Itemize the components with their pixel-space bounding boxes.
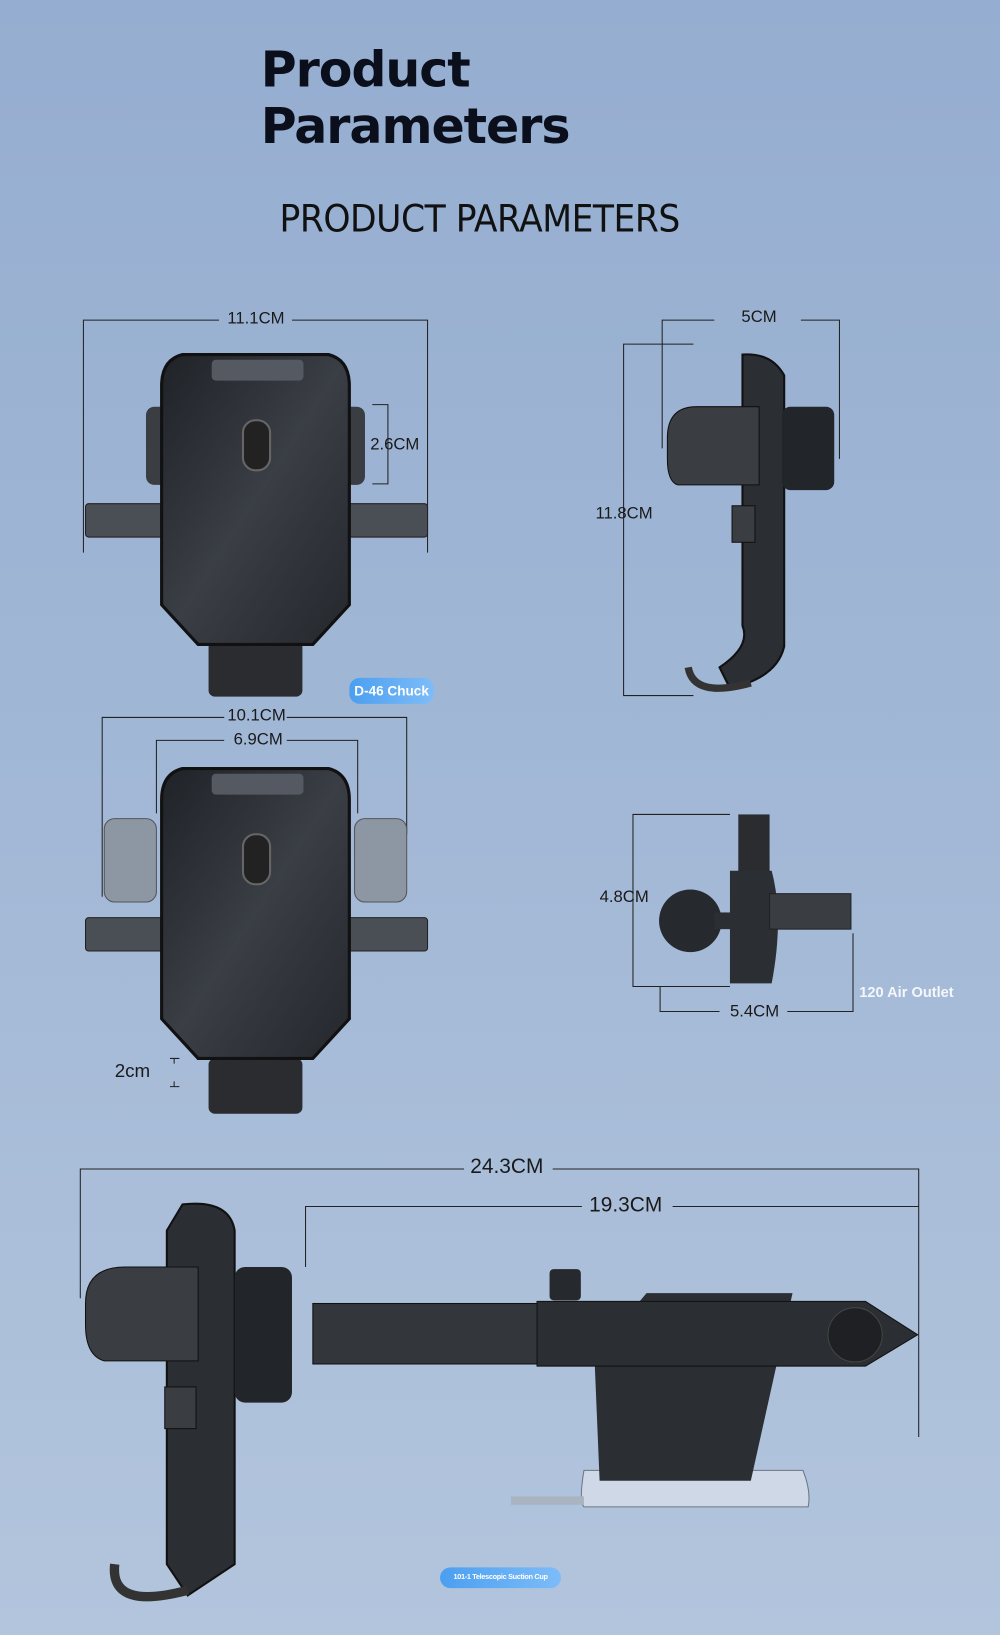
dim-total-length: 24.3CM [470, 1155, 544, 1179]
holder-front-view-2 [84, 766, 429, 1114]
dim-depth-side: 5CM [741, 308, 777, 327]
dim-grip-height: 2.6CM [370, 435, 420, 454]
air-outlet-label: 120 Air Outlet [859, 983, 954, 1001]
dim-height-side: 11.8CM [595, 504, 653, 523]
suction-mount-illustration [84, 1202, 919, 1602]
title-line-1: Product [260, 41, 471, 100]
vent-clip-illustration [659, 814, 852, 984]
dim-arm-length: 19.3CM [589, 1194, 663, 1217]
dim-width-front-1: 11.1CM [227, 309, 285, 328]
dim-base-height: 2cm [114, 1060, 151, 1082]
holder-side-view-1 [666, 353, 835, 692]
dim-clip-height: 4.8CM [599, 888, 649, 907]
dim-clip-width: 5.4CM [729, 1003, 780, 1021]
holder-front-view-1 [84, 352, 429, 697]
chuck-badge: D-46 Chuck [349, 677, 434, 704]
title-line-2: Parameters [260, 98, 571, 156]
suction-cup-badge: 101-1 Telescopic Suction Cup [440, 1567, 562, 1589]
dim-outer-width: 10.1CM [227, 707, 286, 725]
dim-inner-width: 6.9CM [233, 731, 283, 749]
subtitle: PRODUCT PARAMETERS [279, 198, 680, 241]
